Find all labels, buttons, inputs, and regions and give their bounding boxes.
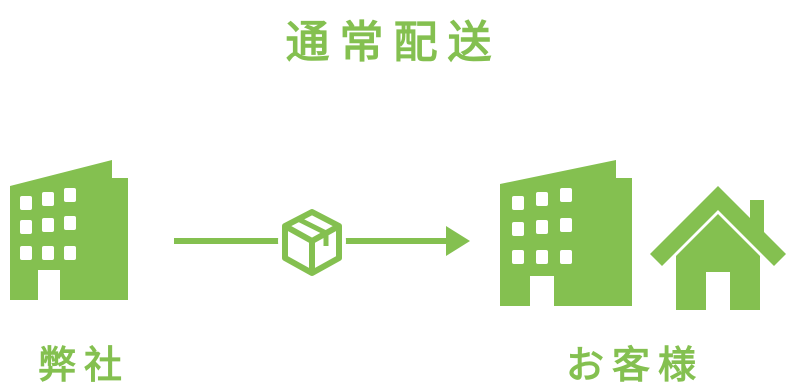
diagram-title: 通常配送 <box>285 17 502 68</box>
recipient-label: お客様 <box>566 343 705 387</box>
recipient-building-icon <box>500 160 632 306</box>
house-icon <box>650 186 786 310</box>
sender-label: 弊社 <box>38 343 131 387</box>
package-box-icon <box>278 207 346 276</box>
sender-building-icon <box>10 160 128 300</box>
